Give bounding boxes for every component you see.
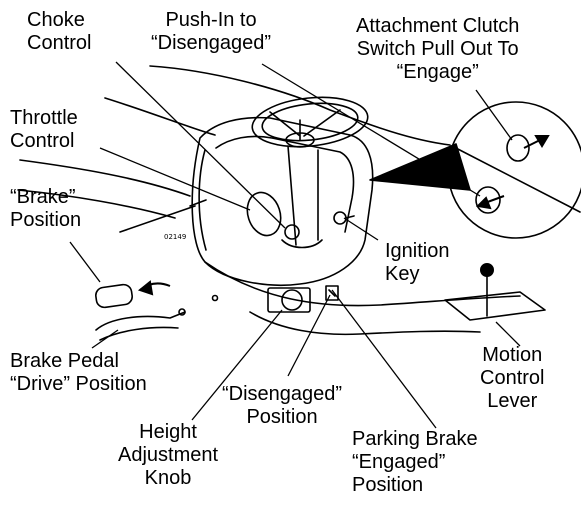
- leader-parking-brake: [332, 290, 436, 428]
- motion-lever-knob: [481, 264, 493, 276]
- height-adjust-bracket: [268, 288, 310, 312]
- floor-line: [250, 312, 480, 334]
- label-throttle-control: Throttle Control: [10, 107, 78, 153]
- brake-pedal-arrowhead: [140, 282, 152, 294]
- hood-line-mid: [105, 98, 215, 135]
- leader-motion-lever: [496, 322, 520, 346]
- steering-column: [288, 146, 318, 245]
- leader-throttle: [100, 148, 250, 210]
- leader-choke: [116, 62, 285, 228]
- callout-wedge: [370, 144, 470, 190]
- lever-bracket: [445, 292, 545, 320]
- leader-brake-position: [70, 242, 100, 282]
- label-parking-brake-engaged-position: Parking Brake “Engaged” Position: [352, 428, 478, 497]
- label-push-in-disengaged: Push-In to “Disengaged”: [151, 9, 271, 55]
- label-brake-position: “Brake” Position: [10, 186, 81, 232]
- leader-ignition: [344, 218, 378, 240]
- choke-knob: [285, 225, 299, 239]
- callout-divider: [452, 146, 580, 212]
- label-disengaged-position: “Disengaged” Position: [222, 383, 342, 429]
- disengage-arrowhead: [478, 198, 490, 208]
- label-height-adjustment-knob: Height Adjustment Knob: [118, 421, 218, 490]
- label-motion-control-lever: Motion Control Lever: [480, 344, 544, 413]
- part-number: 02149: [164, 233, 186, 241]
- column-base: [282, 240, 322, 248]
- leader-attachment-clutch: [476, 90, 512, 140]
- label-ignition-key: Ignition Key: [385, 240, 450, 286]
- deck-line: [205, 262, 520, 306]
- engage-callout-circle: [448, 102, 581, 238]
- brake-pedal: [95, 284, 133, 309]
- leader-brake-pedal: [92, 330, 118, 348]
- label-attachment-clutch-switch: Attachment Clutch Switch Pull Out To “En…: [356, 15, 519, 84]
- console-inner-panel: [216, 136, 354, 232]
- console-outline: [192, 118, 372, 286]
- label-brake-pedal-drive-position: Brake Pedal “Drive” Position: [10, 350, 147, 396]
- leader-disengaged: [288, 295, 330, 376]
- switch-pushed-in: [476, 187, 500, 213]
- label-choke-control: Choke Control: [27, 9, 91, 55]
- throttle-plate: [242, 188, 286, 240]
